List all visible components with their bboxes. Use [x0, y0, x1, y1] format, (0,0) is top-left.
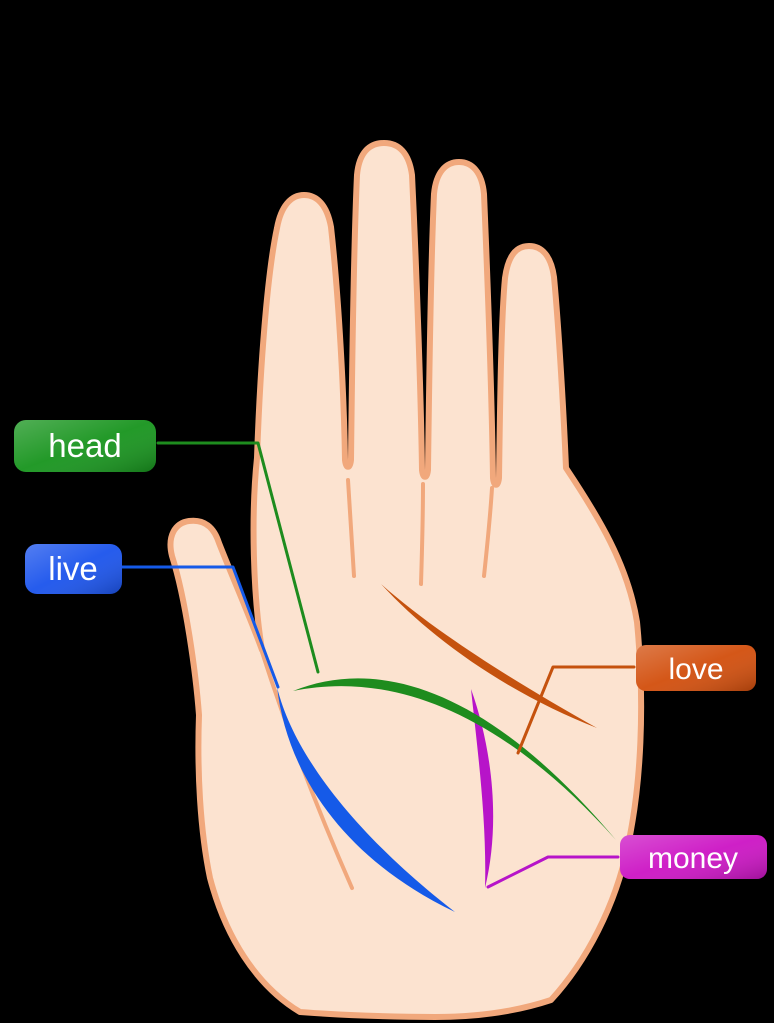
hand-illustration — [167, 140, 645, 1020]
label-love-sheen — [636, 645, 756, 691]
connector-money — [486, 855, 620, 889]
label-love-text: love — [668, 653, 723, 686]
label-money: money — [620, 835, 767, 879]
label-head-sheen — [14, 420, 156, 472]
connector-head — [156, 441, 320, 674]
palm-line-head — [293, 678, 616, 840]
connector-love — [516, 665, 636, 755]
label-live-sheen — [25, 544, 122, 594]
palm-line-money — [471, 689, 494, 888]
crease-middle-ring — [419, 482, 425, 586]
label-head: head — [14, 420, 156, 472]
label-live-text: live — [48, 550, 98, 587]
label-live: live — [25, 544, 122, 594]
label-head-text: head — [48, 427, 121, 464]
crease-ring-pinky — [482, 486, 494, 578]
crease-index-middle — [346, 478, 356, 578]
label-money-sheen — [620, 835, 767, 879]
connector-live — [120, 565, 280, 689]
label-love: love — [636, 645, 756, 691]
label-money-text: money — [648, 842, 738, 875]
